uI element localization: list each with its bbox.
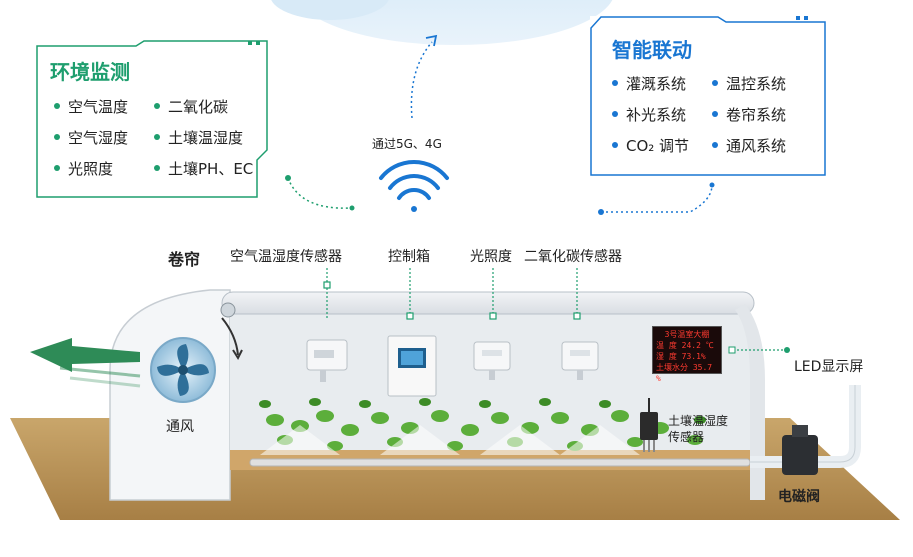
greenhouse-structure: [109, 289, 765, 501]
led-label: LED显示屏: [794, 359, 864, 375]
cloud-icon: [271, 0, 613, 45]
bullet-icon: [154, 102, 160, 109]
bullet-icon: [54, 164, 60, 171]
control-box-label: 控制箱: [388, 249, 430, 265]
co2-sensor-label: 二氧化碳传感器: [524, 249, 622, 265]
light-sensor-device: [473, 341, 511, 380]
soil-sensor-label-line1: 土壤温湿度: [668, 414, 729, 428]
connector-dot: [598, 209, 604, 215]
smart-item-co2: CO₂ 调节: [612, 135, 689, 156]
wifi-signal-icon: [379, 160, 449, 212]
ventilation-label: 通风: [166, 419, 194, 435]
co2-sensor-device: [561, 341, 599, 380]
env-item-soil-ph-ec: 土壤PH、EC: [154, 158, 253, 179]
bullet-icon: [154, 164, 160, 171]
environment-monitoring-panel: 环境监测 空气温度 二氧化碳 空气湿度 土壤温湿度 光照度 土壤PH、EC: [36, 40, 268, 198]
sensor-leader-lines: [326, 268, 578, 318]
connector-lines: [287, 177, 351, 209]
smart-item-curtain: 卷帘系统: [712, 104, 786, 125]
env-item-co2: 二氧化碳: [154, 96, 228, 117]
sprinkler-mist: [260, 425, 640, 455]
env-item-soil-temp-humidity: 土壤温湿度: [154, 127, 243, 148]
soil-sensor-label-line2: 传感器: [668, 430, 705, 444]
led-display: 3号温室大棚 温 度 24.2 ℃ 湿 度 73.1% 土壤水分 35.7 %: [652, 326, 722, 383]
bullet-icon: [612, 110, 618, 117]
smart-item-ventilation: 通风系统: [712, 135, 786, 156]
network-label: 通过5G、4G: [372, 137, 442, 151]
smart-linkage-panel: 智能联动 灌溉系统 温控系统 补光系统 卷帘系统 CO₂ 调节 通风系统: [590, 16, 826, 176]
panel-frame: [36, 40, 268, 198]
bullet-icon: [612, 79, 618, 86]
curtain-label: 卷帘: [168, 250, 201, 269]
soil-sensor-device: [640, 398, 658, 452]
led-leader-line: [728, 346, 790, 354]
control-box-device: [387, 335, 437, 397]
env-item-air-humidity: 空气湿度: [54, 127, 128, 148]
connector-lines-smart: [601, 184, 713, 213]
upload-arrow-icon: [410, 34, 438, 119]
ventilation-fan-icon: [150, 337, 216, 403]
panel-frame: [590, 16, 826, 176]
env-item-light: 光照度: [54, 158, 113, 179]
led-row: 土壤水分 35.7 %: [656, 363, 713, 383]
crop-plants: [259, 398, 706, 451]
bullet-icon: [712, 141, 718, 148]
smart-item-irrigation: 灌溉系统: [612, 73, 686, 94]
bullet-icon: [612, 141, 618, 148]
bullet-icon: [712, 79, 718, 86]
valve-label: 电磁阀: [778, 489, 820, 505]
bullet-icon: [712, 110, 718, 117]
led-header: 3号温室大棚: [664, 330, 710, 339]
light-label: 光照度: [470, 249, 512, 265]
connector-dot: [349, 205, 355, 211]
air-sensor-device: [306, 339, 348, 382]
air-sensor-label: 空气温湿度传感器: [230, 249, 342, 265]
connector-dot: [709, 182, 715, 188]
bullet-icon: [54, 102, 60, 109]
solenoid-valve-device: [750, 385, 861, 475]
env-item-air-temp: 空气温度: [54, 96, 128, 117]
connector-dot: [285, 175, 291, 181]
airflow-arrow-icon: [30, 338, 141, 388]
led-row: 湿 度 73.1%: [656, 352, 706, 361]
bullet-icon: [54, 133, 60, 140]
curtain-roller-icon: [220, 302, 243, 361]
bullet-icon: [154, 133, 160, 140]
led-row: 温 度 24.2 ℃: [656, 341, 714, 350]
smart-item-fill-light: 补光系统: [612, 104, 686, 125]
panel-title: 环境监测: [50, 60, 130, 84]
panel-title: 智能联动: [612, 38, 692, 62]
smart-item-temp-control: 温控系统: [712, 73, 786, 94]
